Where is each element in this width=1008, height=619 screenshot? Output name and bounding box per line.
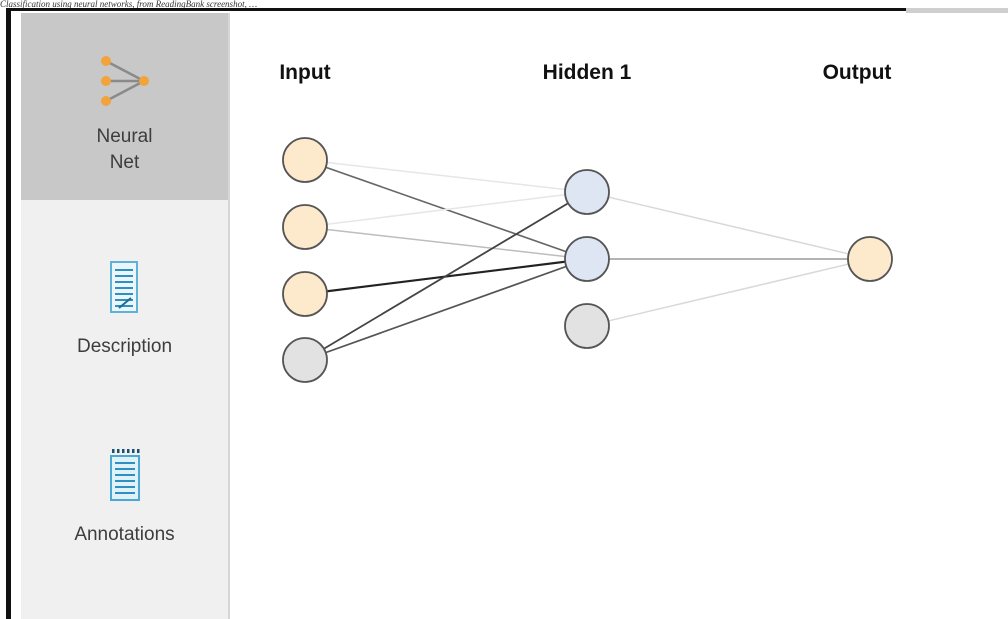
hidden-bias-node[interactable] bbox=[564, 303, 610, 349]
layer-title-input: Input bbox=[279, 61, 331, 84]
connection bbox=[586, 191, 871, 260]
layer-title-hidden-1: Hidden 1 bbox=[542, 61, 632, 84]
input-node-2[interactable] bbox=[282, 204, 328, 250]
connection bbox=[304, 191, 588, 228]
sidebar-item-neural-net-label-line1: Neural bbox=[96, 126, 153, 147]
connection bbox=[304, 226, 588, 260]
output-node[interactable] bbox=[847, 236, 893, 282]
hidden-node-2[interactable] bbox=[564, 236, 610, 282]
connection bbox=[304, 258, 588, 361]
neural-net-icon bbox=[100, 56, 149, 106]
input-bias-node[interactable] bbox=[282, 337, 328, 383]
sidebar-item-neural-net[interactable]: Neural Net bbox=[21, 13, 228, 200]
sidebar-item-annotations[interactable]: Annotations bbox=[21, 387, 228, 574]
annotations-notepad-icon bbox=[109, 449, 140, 501]
network-canvas[interactable]: Input Hidden 1 Output bbox=[230, 13, 1008, 619]
input-node-3[interactable] bbox=[282, 271, 328, 317]
connection bbox=[586, 258, 871, 327]
network-diagram bbox=[282, 137, 893, 383]
description-document-icon bbox=[109, 261, 138, 313]
sidebar-item-description[interactable]: Description bbox=[21, 200, 228, 387]
input-node-1[interactable] bbox=[282, 137, 328, 183]
app-window: Neural Net Description bbox=[6, 8, 1008, 619]
connection bbox=[304, 191, 588, 361]
layer-title-output: Output bbox=[822, 61, 892, 84]
source-caption: Classification using neural networks, fr… bbox=[0, 0, 258, 9]
connection bbox=[304, 159, 588, 193]
sidebar-item-annotations-label: Annotations bbox=[74, 524, 175, 545]
sidebar-item-description-label: Description bbox=[76, 336, 173, 357]
sidebar: Neural Net Description bbox=[21, 13, 230, 619]
network-connections bbox=[304, 159, 871, 361]
sidebar-item-neural-net-label-line2: Net bbox=[109, 152, 140, 173]
hidden-node-1[interactable] bbox=[564, 169, 610, 215]
